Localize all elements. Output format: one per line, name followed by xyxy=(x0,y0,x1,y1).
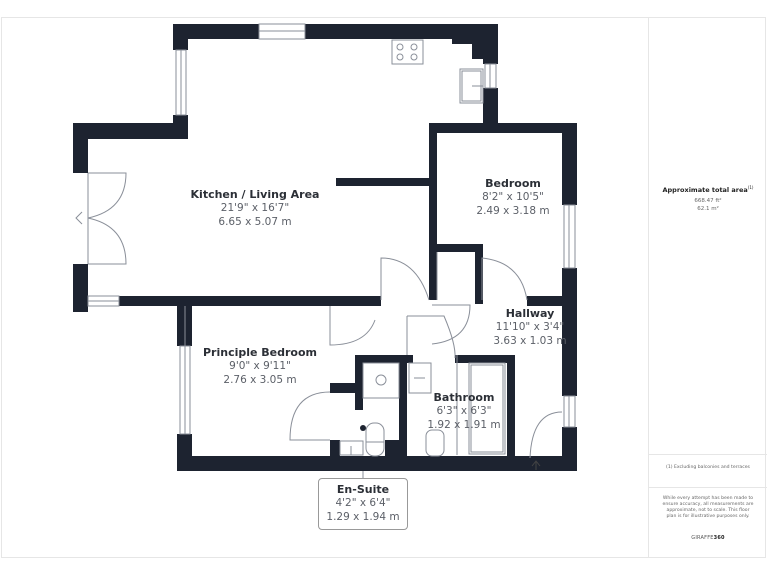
room-name: Kitchen / Living Area xyxy=(190,188,320,201)
room-label-principle-bedroom: Principle Bedroom 9'0" x 9'11" 2.76 x 3.… xyxy=(203,346,317,387)
total-area-title: Approximate total area(1) xyxy=(649,185,767,194)
sidebar-divider xyxy=(649,454,767,455)
room-dim-metric: 3.63 x 1.03 m xyxy=(493,335,567,347)
room-dim-metric: 6.65 x 5.07 m xyxy=(218,216,292,228)
disclaimer-line: While every attempt has been made to xyxy=(662,496,754,501)
disclaimer: While every attempt has been made to ens… xyxy=(649,496,767,520)
disclaimer-line: plan is for illustrative purposes only. xyxy=(666,514,750,519)
disclaimer-line: approximate, not to scale. This floor xyxy=(666,508,750,513)
room-dim-metric: 2.49 x 3.18 m xyxy=(476,205,550,217)
page-frame xyxy=(1,17,766,558)
room-label-kitchen: Kitchen / Living Area 21'9" x 16'7" 6.65… xyxy=(191,188,320,229)
info-sidebar: Approximate total area(1) 668.47 ft² 62.… xyxy=(648,17,767,558)
room-dim-metric: 2.76 x 3.05 m xyxy=(223,374,297,386)
walls xyxy=(73,24,577,471)
room-dim-metric: 1.29 x 1.94 m xyxy=(326,511,400,523)
room-dim-metric: 1.92 x 1.91 m xyxy=(427,419,501,431)
sidebar-divider xyxy=(649,487,767,488)
total-area-title-text: Approximate total area xyxy=(662,186,748,195)
room-label-bathroom: Bathroom 6'3" x 6'3" 1.92 x 1.91 m xyxy=(427,391,500,432)
area-footnote: (1) Excluding balconies and terraces xyxy=(666,465,750,470)
total-area-block: Approximate total area(1) 668.47 ft² 62.… xyxy=(649,185,767,212)
room-dim-imperial: 8'2" x 10'5" xyxy=(482,191,544,203)
disclaimer-line: ensure accuracy, all measurements are xyxy=(662,502,754,507)
room-dim-imperial: 9'0" x 9'11" xyxy=(229,360,291,372)
room-dim-imperial: 21'9" x 16'7" xyxy=(220,202,290,214)
room-label-ensuite: En-Suite 4'2" x 6'4" 1.29 x 1.94 m xyxy=(326,483,399,524)
room-label-bedroom: Bedroom 8'2" x 10'5" 2.49 x 3.18 m xyxy=(476,177,549,218)
room-name: Hallway xyxy=(505,307,555,320)
room-dim-imperial: 11'10" x 3'4" xyxy=(495,321,565,333)
brand-light: GIRAFFE xyxy=(691,535,714,541)
brand-logo: GIRAFFE360 xyxy=(649,535,767,541)
room-name: En-Suite xyxy=(336,483,390,496)
windows-and-fixtures xyxy=(75,23,576,478)
area-sqm: 62.1 m² xyxy=(697,206,719,213)
entrance-arrow-icon xyxy=(531,460,541,470)
room-label-hallway: Hallway 11'10" x 3'4" 3.63 x 1.03 m xyxy=(493,307,566,348)
floor-plan-drawing xyxy=(73,23,577,478)
room-dim-imperial: 4'2" x 6'4" xyxy=(335,497,391,509)
fixture-markers xyxy=(360,425,541,470)
room-dim-imperial: 6'3" x 6'3" xyxy=(436,405,492,417)
brand-bold: 360 xyxy=(713,535,725,541)
ensuite-callout-box xyxy=(318,478,408,530)
basin-tap-icon xyxy=(360,425,366,431)
room-name: Bedroom xyxy=(485,177,541,190)
floor-plan: Kitchen / Living Area 21'9" x 16'7" 6.65… xyxy=(73,23,577,530)
room-name: Bathroom xyxy=(433,391,495,404)
area-sqft: 668.47 ft² xyxy=(694,198,722,205)
room-name: Principle Bedroom xyxy=(202,346,318,359)
footnote-marker: (1) xyxy=(747,185,754,190)
